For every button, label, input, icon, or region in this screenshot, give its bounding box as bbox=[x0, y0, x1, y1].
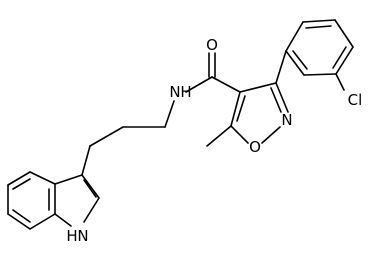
bond bbox=[12, 178, 31, 190]
bond bbox=[83, 197, 100, 223]
bonds bbox=[7, 19, 354, 230]
bond bbox=[12, 209, 31, 223]
bond bbox=[54, 174, 83, 185]
bond bbox=[7, 171, 31, 186]
bond bbox=[29, 171, 56, 185]
bond bbox=[230, 125, 249, 144]
bond bbox=[239, 82, 277, 93]
atom-labels: O N H N O Cl H N bbox=[66, 36, 362, 245]
bond bbox=[292, 50, 308, 70]
bond bbox=[261, 126, 281, 144]
bond bbox=[334, 19, 354, 48]
bond bbox=[211, 76, 241, 93]
bond bbox=[270, 87, 282, 113]
bond bbox=[89, 126, 124, 147]
bond bbox=[332, 46, 347, 69]
bond bbox=[275, 50, 287, 84]
bond bbox=[275, 82, 289, 113]
bond bbox=[302, 19, 336, 23]
bond bbox=[81, 145, 91, 176]
bond bbox=[81, 174, 100, 199]
bond bbox=[335, 46, 354, 75]
chlorine-label: Cl bbox=[348, 91, 363, 109]
bond bbox=[164, 100, 175, 128]
carbonyl-oxygen-label: O bbox=[206, 36, 218, 54]
bond bbox=[29, 213, 56, 230]
bond bbox=[185, 76, 213, 93]
bond bbox=[236, 95, 246, 122]
ring-nitrogen-label: N bbox=[281, 111, 292, 129]
bond bbox=[230, 91, 241, 127]
amide-hydrogen-label: H bbox=[180, 83, 191, 101]
bond bbox=[305, 25, 332, 29]
bond bbox=[285, 21, 304, 52]
bond bbox=[335, 73, 345, 91]
bond bbox=[7, 213, 31, 230]
bond bbox=[83, 179, 97, 198]
bond bbox=[285, 50, 305, 76]
ring-oxygen-label: O bbox=[249, 138, 261, 156]
bond bbox=[54, 213, 72, 227]
bond bbox=[206, 125, 232, 147]
indole-hydrogen-label: H bbox=[66, 227, 77, 245]
indole-nitrogen-label: N bbox=[77, 227, 88, 245]
amide-nitrogen-label: N bbox=[169, 83, 180, 101]
bond bbox=[303, 73, 337, 76]
